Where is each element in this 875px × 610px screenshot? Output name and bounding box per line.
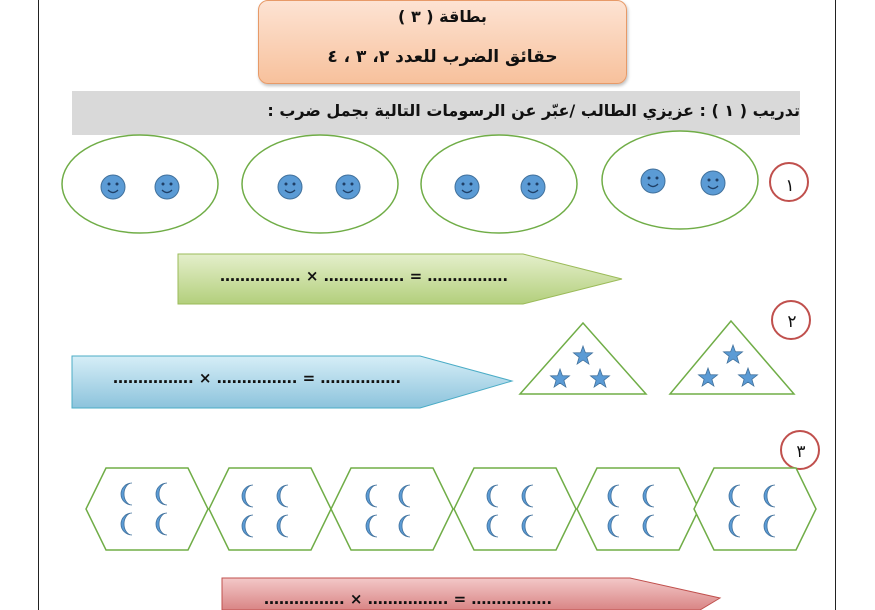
instruction-bar: تدريب ( ١ ) : عزيزي الطالب /عبّر عن الرس… bbox=[72, 91, 800, 135]
page-border-left bbox=[38, 0, 39, 610]
hexagon-group-1 bbox=[85, 467, 209, 551]
title-card: بطاقة ( ٣ ) حقائق الضرب للعدد ٢، ٣ ، ٤ bbox=[258, 0, 627, 84]
hexagon-group-3 bbox=[330, 467, 454, 551]
ellipse-group-4 bbox=[601, 130, 759, 230]
answer-arrow-blue bbox=[71, 355, 514, 409]
page-border-right bbox=[835, 0, 836, 610]
hexagon-group-5 bbox=[576, 467, 700, 551]
instruction-text: تدريب ( ١ ) : عزيزي الطالب /عبّر عن الرس… bbox=[267, 101, 800, 120]
exercise-number-2: ٢ bbox=[787, 312, 797, 332]
number-circle-1 bbox=[769, 162, 809, 202]
card-title: بطاقة ( ٣ ) bbox=[398, 7, 487, 26]
number-circle-2 bbox=[771, 300, 811, 340]
hexagon-group-6 bbox=[693, 467, 817, 551]
hexagon-group-4 bbox=[453, 467, 577, 551]
exercise-number-1: ١ bbox=[785, 176, 795, 196]
triangle-group-1 bbox=[518, 321, 648, 395]
number-circle-3 bbox=[780, 430, 820, 470]
card-subtitle: حقائق الضرب للعدد ٢، ٣ ، ٤ bbox=[327, 47, 558, 67]
ellipse-group-2 bbox=[241, 134, 399, 234]
ellipse-group-1 bbox=[61, 134, 219, 234]
equation-blank-3[interactable]: ……………. × ……………. = ……………. bbox=[264, 590, 553, 608]
answer-arrow-green bbox=[177, 253, 623, 305]
equation-blank-1[interactable]: ……………. × ……………. = ……………. bbox=[220, 267, 509, 285]
exercise-number-3: ٣ bbox=[796, 442, 806, 462]
triangle-group-2 bbox=[668, 319, 796, 395]
equation-blank-2[interactable]: ……………. × ……………. = ……………. bbox=[113, 369, 402, 387]
answer-arrow-red bbox=[221, 577, 722, 610]
ellipse-group-3 bbox=[420, 134, 578, 234]
hexagon-group-2 bbox=[208, 467, 332, 551]
